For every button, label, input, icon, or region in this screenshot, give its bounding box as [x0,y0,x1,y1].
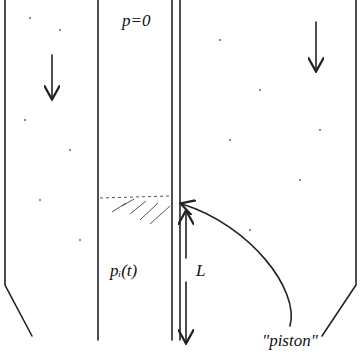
channel-wall [179,0,181,340]
diagram-label: pᵢ(t) [110,262,137,279]
outer-wall [5,0,32,336]
leader-line [182,204,291,326]
dimension-arrow [185,282,187,342]
flow-arrow [315,22,317,70]
channel-wall [97,0,99,340]
diagram-label: p=0 [122,12,150,29]
diagram-label: "piston" [262,332,318,349]
outer-wall [322,0,356,336]
channel-wall [171,0,173,340]
flow-arrow [51,55,53,98]
piston [100,196,170,224]
diagram-label: L [196,262,205,279]
particle-dots [24,17,321,241]
dimension-arrow [185,212,187,258]
